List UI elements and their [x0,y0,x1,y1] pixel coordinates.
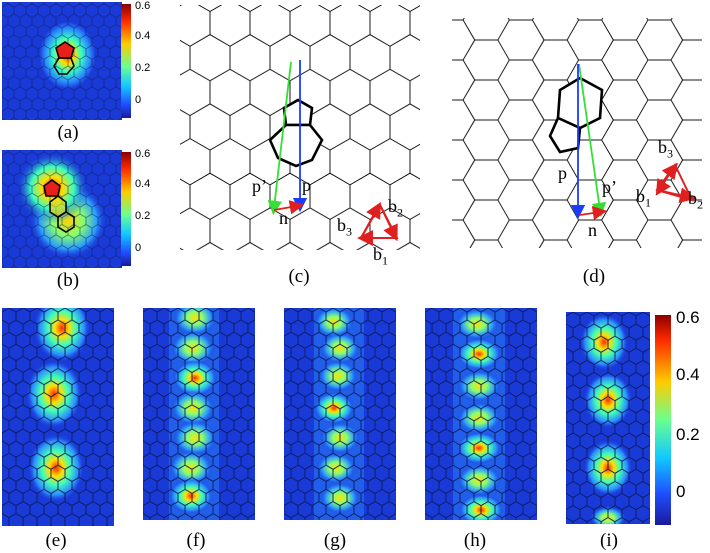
colorbar-b-tick-0: 0.6 [135,148,151,160]
panel-label-h: (h) [463,530,487,551]
heatmap-panel-g [284,308,396,520]
panel-label-f: (f) [186,530,206,551]
panel-label-e: (e) [45,530,67,551]
panel-label-g: (g) [323,530,347,551]
heatmap-panel-h [425,308,537,520]
panel-label-c: (c) [288,266,310,287]
vector-label-c-n: n [279,208,288,228]
panel-label-a: (a) [57,122,79,143]
panel-label-d: (d) [582,266,606,287]
vector-label-c-p: p [302,175,311,195]
vector-label-c-b1: b1 [373,244,388,268]
colorbar-large-tick-0: 0.6 [676,308,700,327]
lattice-panel-c [180,5,420,250]
heatmap-panel-b [2,150,122,268]
colorbar-large-tick-1: 0.4 [676,365,700,384]
colorbar-b-tick-1: 0.4 [135,178,151,190]
heatmap-panel-i [566,312,650,524]
colorbar-a-tick-2: 0.2 [135,62,151,74]
colorbar-a-tick-1: 0.4 [135,30,151,42]
panel-label-b: (b) [56,270,80,291]
vector-label-d-p: p [558,163,567,183]
colorbar-a-tick-3: 0 [135,94,142,106]
vector-label-d-b1: b1 [636,186,651,210]
colorbar-large [655,315,671,525]
heatmap-panel-e [2,308,114,526]
heatmap-panel-a [2,2,122,120]
vector-label-c-p-prime: p’ [252,176,267,196]
colorbar-small-a [121,4,131,118]
vector-label-c-b2: b2 [388,196,403,220]
colorbar-small-b [121,152,131,266]
colorbar-a-tick-0: 0.6 [135,0,151,12]
vector-label-d-b2: b2 [688,188,703,212]
vector-label-d-b3: b3 [658,137,673,161]
heatmap-panel-f [143,308,255,520]
colorbar-large-tick-3: 0 [676,482,686,501]
vector-label-d-n: n [588,220,597,240]
vector-label-c-b3: b3 [337,215,352,239]
colorbar-large-tick-2: 0.2 [676,425,700,444]
lattice-panel-d [452,18,702,248]
colorbar-b-tick-2: 0.2 [135,210,151,222]
colorbar-b-tick-3: 0 [135,242,142,254]
panel-label-i: (i) [600,530,618,551]
vector-label-d-p-prime: p’ [602,177,617,197]
